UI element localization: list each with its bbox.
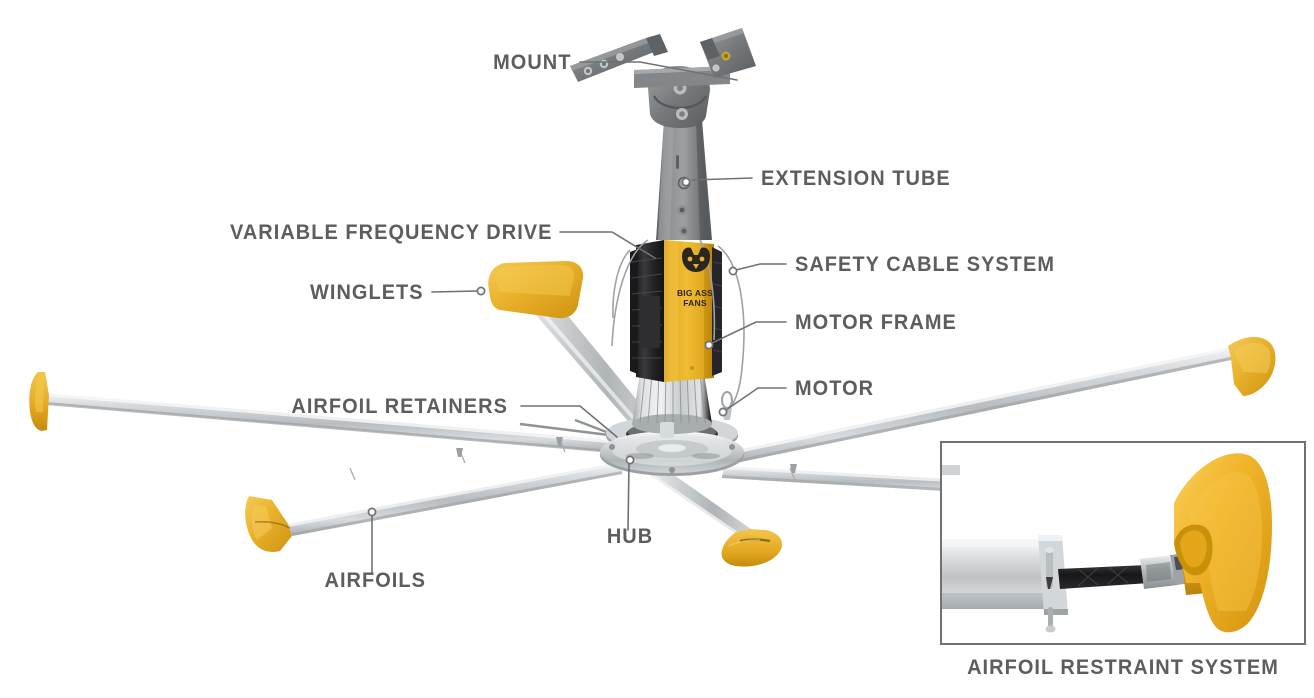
dot-airfoils (367, 507, 377, 517)
blade-right-far (728, 336, 1276, 464)
leader-motor-frame (711, 321, 787, 344)
retainer-bolt (1045, 547, 1056, 633)
leader-dots (367, 177, 738, 517)
motor-frame (664, 240, 723, 382)
leader-vfd (559, 231, 656, 259)
blade-upper-left (488, 261, 668, 452)
dot-motor-frame (704, 340, 714, 350)
leader-safety-cable (735, 263, 787, 271)
callout-label-safety-cable-system: SAFETY CABLE SYSTEM (795, 253, 1056, 276)
winglet (1174, 453, 1272, 633)
dot-winglets (476, 286, 486, 296)
dot-safety-cable (728, 266, 738, 276)
brand-logo-line-1: BIG ASS (676, 288, 714, 298)
brand-logo-line-2: FANS (683, 298, 707, 308)
blade-bottom (648, 468, 783, 567)
leader-motor (725, 387, 787, 411)
leader-winglets (431, 290, 479, 293)
callout-label-motor: MOTOR (795, 377, 875, 400)
restraint-strap (1058, 565, 1150, 589)
leader-lines (371, 61, 787, 575)
donkey-head-icon (682, 247, 710, 272)
callout-label-mount: MOUNT (492, 51, 571, 74)
callout-label-variable-frequency-drive: VARIABLE FREQUENCY DRIVE (229, 221, 552, 244)
fan-blades (29, 261, 1276, 567)
dot-motor (718, 407, 728, 417)
variable-frequency-drive (630, 240, 664, 382)
callout-label-winglets: WINGLETS (310, 281, 424, 304)
mount (570, 28, 756, 128)
callout-label-hub: HUB (606, 525, 654, 548)
blade-left-lower (245, 462, 622, 552)
inset-caption: AIRFOIL RESTRAINT SYSTEM (967, 656, 1279, 679)
callout-label-extension-tube: EXTENSION TUBE (761, 167, 951, 190)
dot-hub (625, 455, 635, 465)
airfoil-extrusion (942, 535, 1068, 615)
leader-airfoil-retainers (520, 405, 618, 438)
safety-cable-system (611, 239, 745, 415)
airfoil-restraint-inset (940, 441, 1306, 645)
airfoil-restraint-illustration (942, 453, 1272, 633)
brand-logo (672, 247, 718, 278)
callout-label-airfoils: AIRFOILS (324, 569, 426, 592)
callout-label-airfoil-retainers: AIRFOIL RETAINERS (291, 395, 508, 418)
leader-extension-tube (691, 177, 753, 181)
leader-mount (579, 61, 738, 81)
leader-hub (627, 462, 630, 531)
dot-extension-tube (681, 177, 691, 187)
callout-label-motor-frame: MOTOR FRAME (795, 311, 957, 334)
blade-left-far (29, 372, 612, 453)
